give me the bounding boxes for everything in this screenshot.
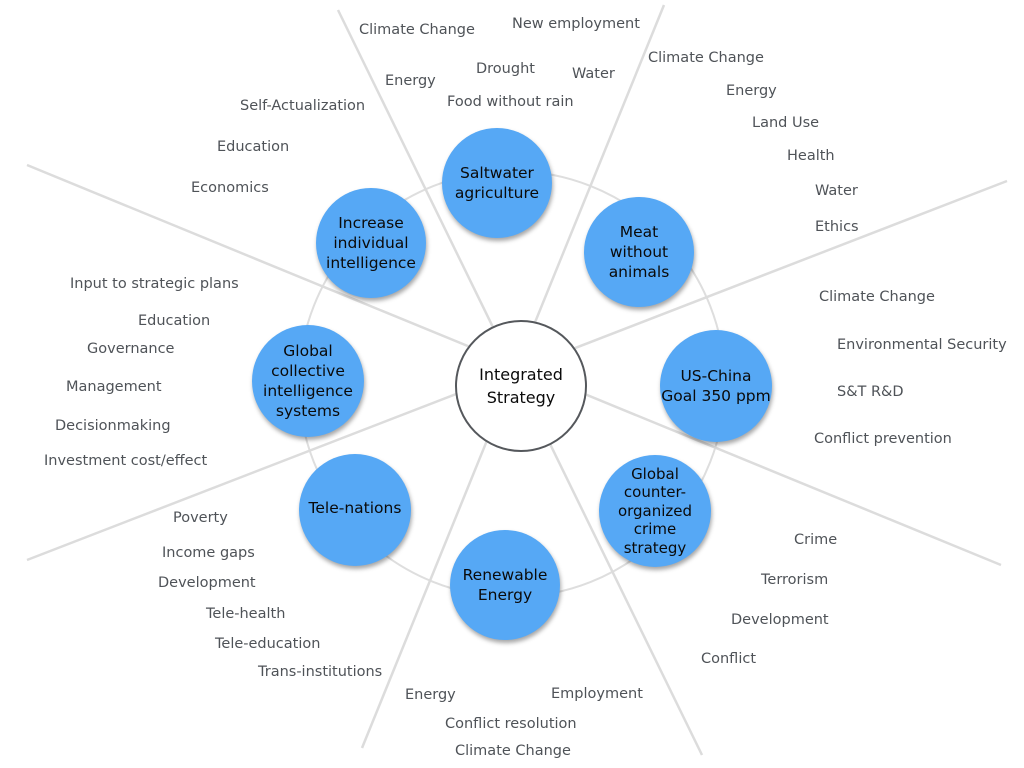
sector-label: Food without rain	[447, 94, 574, 110]
sector-label: Water	[815, 183, 858, 199]
sector-label: Self-Actualization	[240, 98, 366, 114]
sector-label: Environmental Security	[837, 337, 1007, 353]
node-tele-nations: Tele-nations	[299, 454, 411, 566]
node-label: US-China Goal 350 ppm	[661, 367, 771, 405]
node-global-collective-intelligence: Global collective intelligence systems	[252, 325, 364, 437]
sector-label: New employment	[512, 16, 640, 32]
sector-label: Decisionmaking	[55, 418, 171, 434]
sector-label: Development	[158, 575, 256, 591]
node-label: Increase individual intelligence	[326, 214, 416, 272]
node-label: Saltwater agriculture	[454, 164, 540, 202]
sector-label: Climate Change	[648, 50, 764, 66]
sector-label: Economics	[191, 180, 269, 196]
sector-label: Energy	[726, 83, 777, 99]
sector-label: Governance	[87, 341, 175, 357]
center-label: Integrated Strategy	[479, 365, 563, 407]
sector-label: Ethics	[815, 219, 859, 235]
sector-label: Conflict resolution	[445, 716, 577, 732]
node-label: Renewable Energy	[462, 566, 548, 604]
sector-label: Conflict prevention	[814, 431, 952, 447]
sector-label: Health	[787, 148, 835, 164]
sector-label: Climate Change	[359, 22, 475, 38]
sector-label: Energy	[385, 73, 436, 89]
node-label: Meat without animals	[608, 223, 670, 281]
sector-label: Tele-health	[206, 606, 286, 622]
sector-label: Energy	[405, 687, 456, 703]
sector-label: S&T R&D	[837, 384, 904, 400]
sector-label: Water	[572, 66, 615, 82]
node-us-china-goal: US-China Goal 350 ppm	[660, 330, 772, 442]
sector-label: Development	[731, 612, 829, 628]
node-meat-without-animals: Meat without animals	[584, 197, 694, 307]
sector-label: Employment	[551, 686, 643, 702]
center-node: Integrated Strategy	[455, 320, 587, 452]
sector-label: Crime	[794, 532, 838, 548]
sector-label: Education	[217, 139, 290, 155]
node-saltwater-agriculture: Saltwater agriculture	[442, 128, 552, 238]
sector-label: Investment cost/effect	[44, 453, 208, 469]
sector-label: Education	[138, 313, 211, 329]
sector-label: Land Use	[752, 115, 820, 131]
node-increase-individual-intelligence: Increase individual intelligence	[316, 188, 426, 298]
node-global-counter-organized-crime: Global counter- organized crime strategy	[599, 455, 711, 567]
sector-label: Conflict	[701, 651, 757, 667]
sector-label: Input to strategic plans	[70, 276, 239, 292]
sector-label: Climate Change	[455, 743, 571, 759]
sector-label: Income gaps	[162, 545, 255, 561]
sector-label: Poverty	[173, 510, 228, 526]
sector-label: Drought	[476, 61, 535, 77]
node-label: Global collective intelligence systems	[263, 342, 353, 420]
node-label: Global counter- organized crime strategy	[617, 464, 693, 557]
sector-label: Climate Change	[819, 289, 935, 305]
sector-label: Tele-education	[215, 636, 321, 652]
sector-label: Management	[66, 379, 162, 395]
node-label: Tele-nations	[308, 499, 402, 517]
sector-label: Terrorism	[761, 572, 829, 588]
node-renewable-energy: Renewable Energy	[450, 530, 560, 640]
sector-label: Trans-institutions	[258, 664, 383, 680]
